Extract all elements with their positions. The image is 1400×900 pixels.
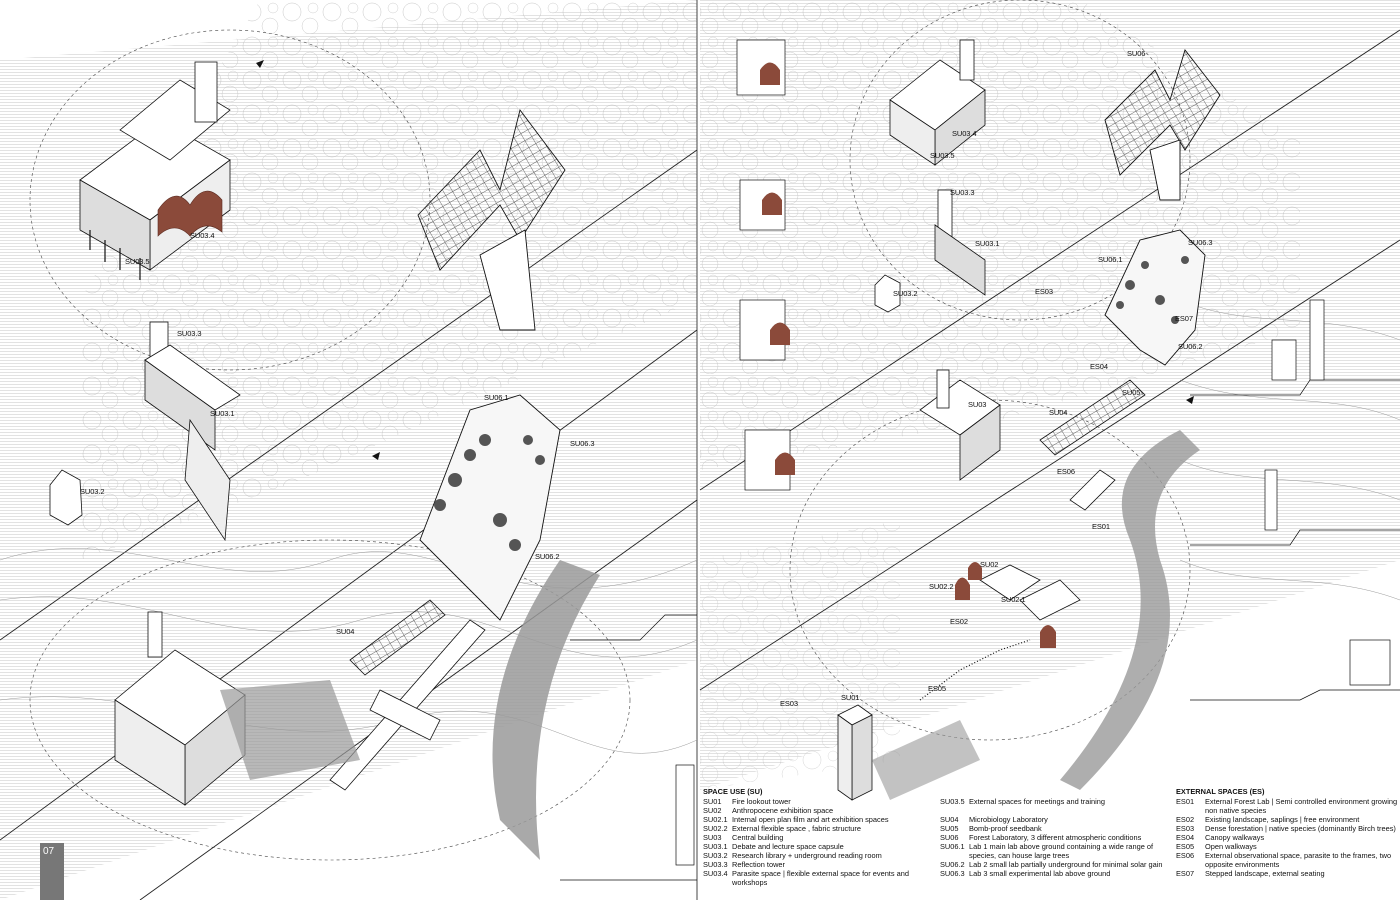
exhibition-space-right [979, 564, 1081, 621]
label-su03-1-left: SU03.1 [210, 409, 235, 418]
label-su02-right: SU02 [980, 560, 999, 569]
building-shadow-left [220, 680, 360, 780]
fire-tower-right [837, 704, 873, 801]
fabric-thumbnails [760, 62, 795, 475]
label-su01-right: SU01 [841, 693, 860, 702]
landscape-section-left [560, 614, 697, 881]
label-es03-right-top: ES03 [1035, 287, 1053, 296]
research-library-pod [49, 469, 83, 526]
label-su06-3-left: SU06.3 [570, 439, 595, 448]
building-su03-1 [144, 321, 241, 542]
legend-external-spaces-title: EXTERNAL SPACES (ES) [1176, 787, 1265, 796]
label-su06-3-right: SU06.3 [1188, 238, 1213, 247]
building-su03-1-right [934, 189, 986, 296]
label-es07-right: ES07 [1175, 314, 1193, 323]
label-su02-2-right: SU02.2 [929, 582, 954, 591]
walkway-left [329, 599, 486, 791]
label-su06-2-right: SU06.2 [1178, 342, 1203, 351]
label-su06-1-right: SU06.1 [1098, 255, 1123, 264]
label-su03-2-left: SU03.2 [80, 487, 105, 496]
label-su03-2-right: SU03.2 [893, 289, 918, 298]
label-su06-1-left: SU06.1 [484, 393, 509, 402]
label-su06-2-left: SU06.2 [535, 552, 560, 561]
fabric-structure-left [157, 190, 223, 237]
curved-shadow-path [492, 560, 600, 860]
label-su03-4-left: SU03.4 [190, 231, 215, 240]
label-es03-right-bottom: ES03 [780, 699, 798, 708]
landscape-sections [1190, 299, 1400, 701]
label-su04-right: SU04 [1049, 408, 1068, 417]
label-es01-right: ES01 [1092, 522, 1110, 531]
label-es04-right: ES04 [1090, 362, 1108, 371]
label-su03-4-right: SU03.4 [952, 129, 977, 138]
page-number: 07 [40, 843, 64, 900]
fabric-structures-right [955, 562, 1056, 648]
building-su03-right-top [889, 39, 986, 166]
forest-lab-roofs-left [417, 108, 566, 331]
label-su03-5-right: SU03.5 [930, 151, 955, 160]
label-su03-3-right: SU03.3 [950, 188, 975, 197]
forest-lab-right [1104, 229, 1206, 366]
curved-path-right [1060, 430, 1200, 790]
legend-space-use-title: SPACE USE (SU) [703, 787, 763, 796]
label-su03-5-left: SU03.5 [125, 257, 150, 266]
forest-lab-roofs-right [1104, 49, 1221, 201]
central-complex-right [919, 369, 1146, 511]
label-su04-left: SU04 [336, 627, 355, 636]
label-es02-right: ES02 [950, 617, 968, 626]
research-library-pod-right [874, 274, 901, 313]
label-su03-3-left: SU03.3 [177, 329, 202, 338]
label-es06-right: ES06 [1057, 467, 1075, 476]
forest-lab-left [419, 394, 561, 621]
stair-walkway-right [919, 639, 1031, 701]
label-su06-right: SU06 [1127, 49, 1146, 58]
label-es05-right: ES05 [928, 684, 946, 693]
label-su03-right: SU03 [968, 400, 987, 409]
label-su03-1-right: SU03.1 [975, 239, 1000, 248]
tower-shadow-right [872, 720, 980, 800]
label-su05-right: SU05 [1122, 388, 1141, 397]
label-su02-1-right: SU02.1 [1001, 595, 1026, 604]
